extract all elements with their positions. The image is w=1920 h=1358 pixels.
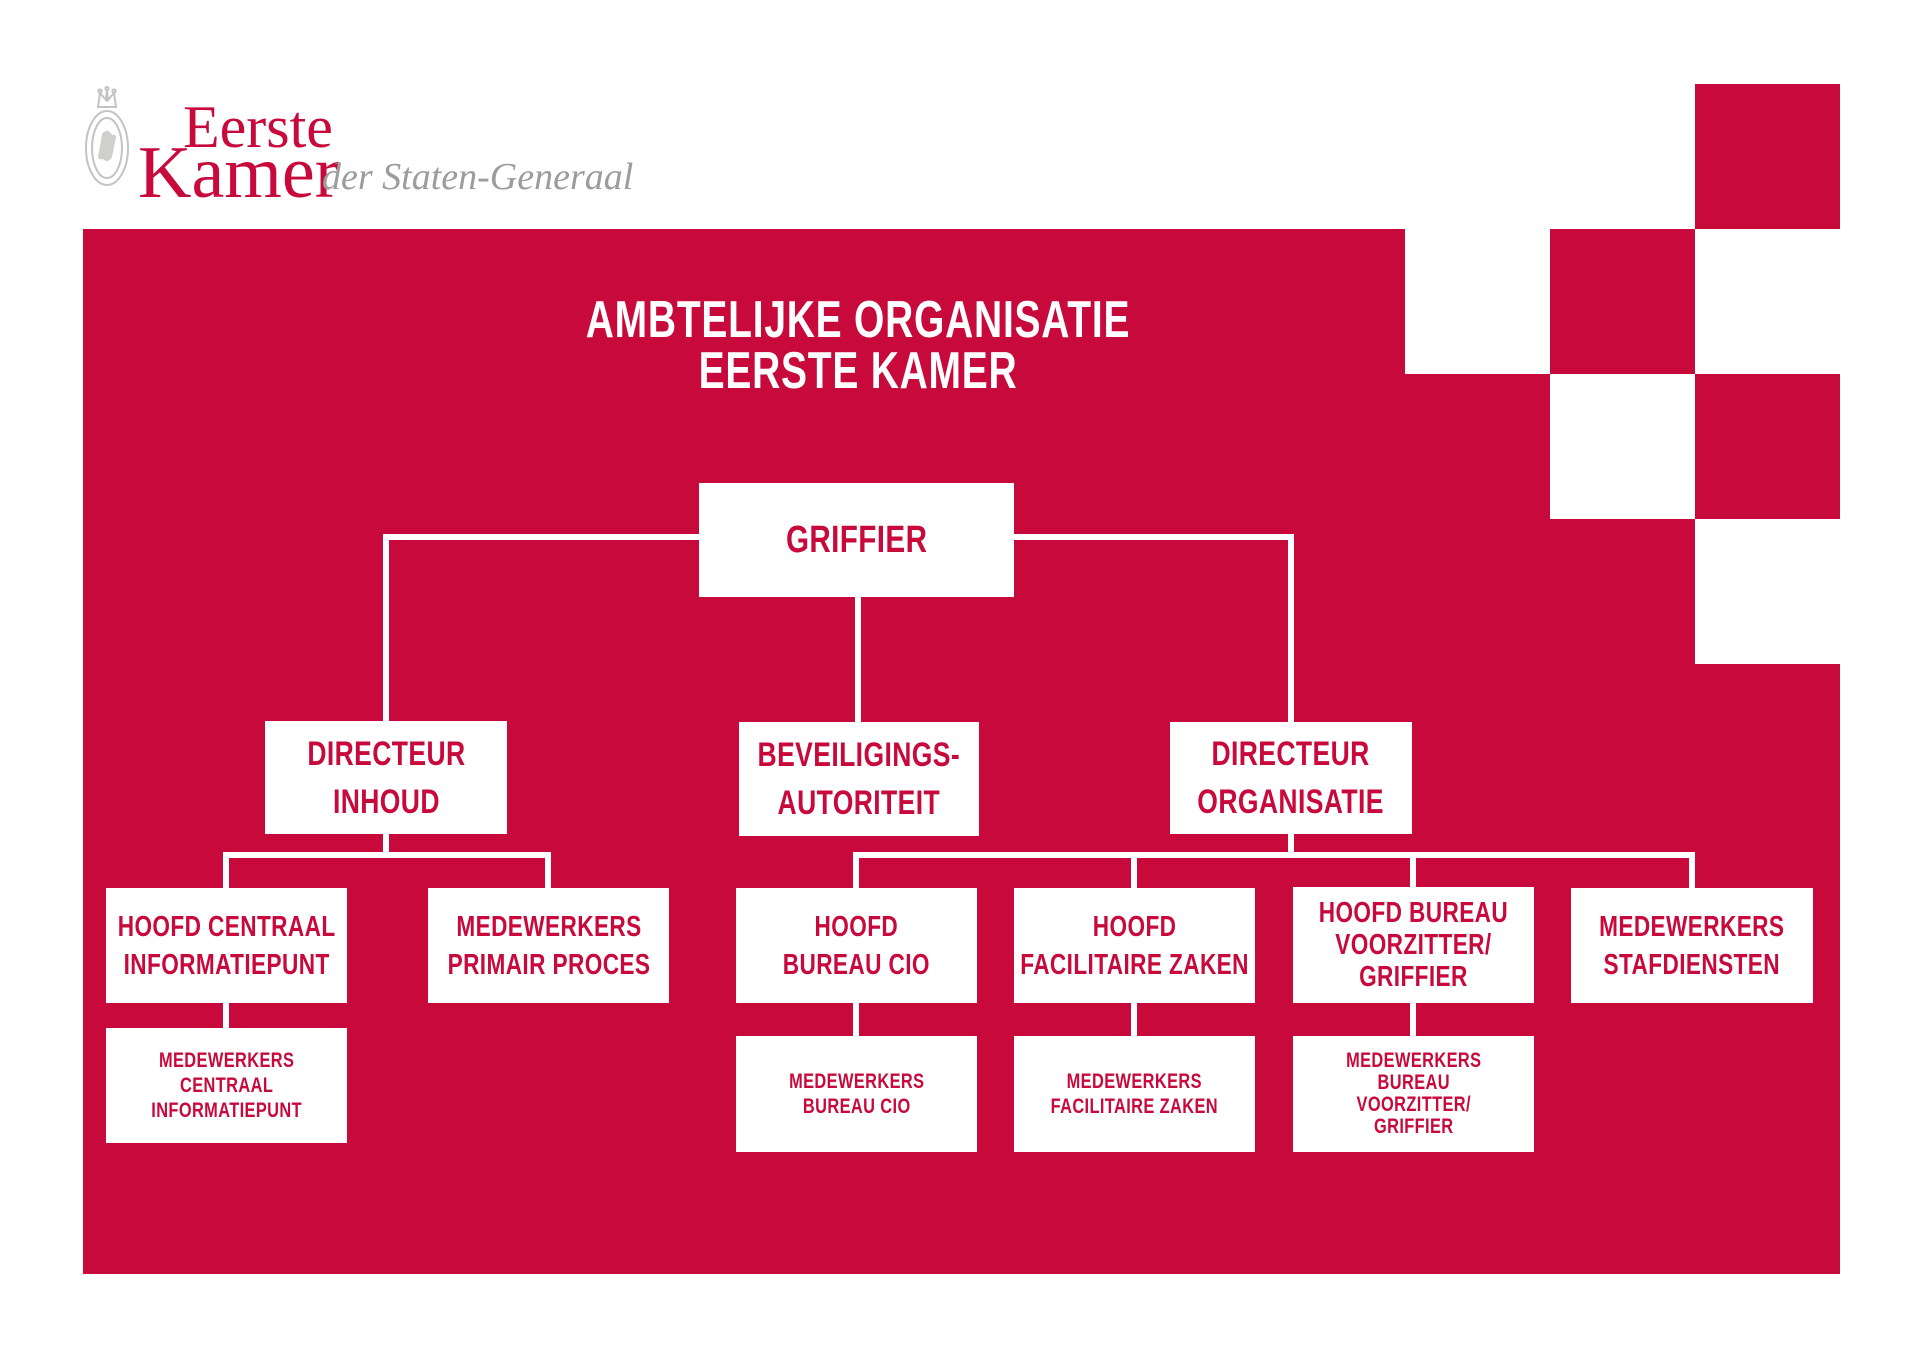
org-box-label-line: INFORMATIEPUNT xyxy=(123,948,330,981)
seal-lion-figure xyxy=(98,130,116,162)
org-box-label-line: GRIFFIER xyxy=(1373,1115,1454,1138)
chart-title-line2: EERSTE KAMER xyxy=(698,342,1018,400)
org-box-label-line: MEDEWERKERS xyxy=(158,1049,295,1072)
connector-drop-bureau-voorzitter xyxy=(1410,852,1416,888)
connector-mede-facilitaire-zaken xyxy=(1131,1003,1137,1036)
org-box-hoofd-bureau-voorzitter-griffier: HOOFD BUREAU VOORZITTER/ GRIFFIER xyxy=(1293,887,1534,1003)
org-box-hoofd-facilitaire-zaken: HOOFD FACILITAIRE ZAKEN xyxy=(1014,888,1255,1003)
logo-word-kamer: Kamer xyxy=(138,132,340,214)
org-box-beveiligingsautoriteit: BEVEILIGINGS- AUTORITEIT xyxy=(739,722,979,836)
connector-mede-bureau-voorzitter xyxy=(1410,1003,1416,1036)
org-box-hoofd-centraal-informatiepunt: HOOFD CENTRAAL INFORMATIEPUNT xyxy=(106,888,347,1003)
org-box-label-line: CENTRAAL xyxy=(179,1074,274,1097)
checker-square-middle xyxy=(1550,229,1695,374)
connector-drop-centraal-informatiepunt xyxy=(223,852,229,888)
eerste-kamer-seal-icon xyxy=(85,85,129,186)
connector-griffier-right xyxy=(1014,534,1294,540)
org-box-label-line: DIRECTEUR xyxy=(306,734,466,773)
org-box-label-line: HOOFD xyxy=(814,910,899,943)
org-box-directeur-organisatie: DIRECTEUR ORGANISATIE xyxy=(1170,722,1412,834)
connector-inhoud-stub xyxy=(383,834,389,855)
org-box-label-line: INHOUD xyxy=(332,782,440,821)
org-box-label-line: ORGANISATIE xyxy=(1197,783,1385,821)
org-box-griffier: GRIFFIER xyxy=(699,483,1014,597)
logo-subtitle: der Staten-Generaal xyxy=(322,156,634,198)
org-box-directeur-inhoud: DIRECTEUR INHOUD xyxy=(265,721,507,834)
connector-griffier-left xyxy=(383,534,699,540)
connector-bus-inhoud xyxy=(223,852,551,858)
org-box-medewerkers-stafdiensten: MEDEWERKERS STAFDIENSTEN xyxy=(1571,888,1813,1003)
org-box-medewerkers-centraal-informatiepunt: MEDEWERKERS CENTRAAL INFORMATIEPUNT xyxy=(106,1028,347,1143)
org-box-label-line: HOOFD CENTRAAL xyxy=(117,910,336,943)
org-box-label-line: MEDEWERKERS xyxy=(1599,910,1785,943)
checker-square-top xyxy=(1695,84,1840,229)
org-box-medewerkers-primair-proces: MEDEWERKERS PRIMAIR PROCES xyxy=(428,888,669,1003)
connector-drop-bureau-cio xyxy=(853,852,859,888)
org-box-label-line: BUREAU CIO xyxy=(782,948,931,981)
connector-mede-centraal-informatiepunt xyxy=(223,1003,229,1028)
org-box-medewerkers-bureau-cio: MEDEWERKERS BUREAU CIO xyxy=(736,1036,977,1152)
org-box-label-line: VOORZITTER/ xyxy=(1335,929,1492,961)
org-box-label-line: MEDEWERKERS xyxy=(455,910,642,943)
org-box-label-line: PRIMAIR PROCES xyxy=(447,948,650,981)
connector-drop-beveiligingsautoriteit xyxy=(855,597,861,722)
org-box-label-line: MEDEWERKERS xyxy=(1066,1070,1203,1093)
org-box-label-line: MEDEWERKERS xyxy=(1345,1049,1482,1072)
checker-square-bottom xyxy=(1695,374,1840,519)
org-box-label-line: BEVEILIGINGS- xyxy=(757,736,961,774)
org-box-label-line: DIRECTEUR xyxy=(1211,735,1371,773)
org-box-label-line: GRIFFIER xyxy=(1359,961,1468,993)
org-box-label-line: BUREAU xyxy=(1377,1071,1450,1094)
org-box-label-line: INFORMATIEPUNT xyxy=(151,1099,302,1122)
org-box-hoofd-bureau-cio: HOOFD BUREAU CIO xyxy=(736,888,977,1003)
org-box-label-line: HOOFD xyxy=(1092,910,1177,943)
connector-bus-organisatie xyxy=(853,852,1695,858)
org-box-griffier-label: GRIFFIER xyxy=(785,518,928,561)
org-box-medewerkers-facilitaire-zaken: MEDEWERKERS FACILITAIRE ZAKEN xyxy=(1014,1036,1255,1152)
chart-title: AMBTELIJKE ORGANISATIE EERSTE KAMER xyxy=(358,291,1358,400)
connector-organisatie-stub xyxy=(1288,834,1294,855)
connector-drop-directeur-inhoud xyxy=(383,534,389,721)
chart-title-line1: AMBTELIJKE ORGANISATIE xyxy=(585,291,1131,349)
org-box-label-line: FACILITAIRE ZAKEN xyxy=(1050,1095,1219,1118)
connector-drop-stafdiensten xyxy=(1689,852,1695,888)
connector-drop-directeur-organisatie xyxy=(1288,534,1294,722)
org-box-label-line: STAFDIENSTEN xyxy=(1603,948,1781,981)
org-box-label-line: HOOFD BUREAU xyxy=(1318,897,1509,929)
org-box-label-line: AUTORITEIT xyxy=(777,784,941,822)
connector-drop-primair-proces xyxy=(545,852,551,888)
org-box-label-line: MEDEWERKERS xyxy=(788,1070,925,1093)
logo-word-eerste: Eerste xyxy=(183,94,333,160)
org-box-medewerkers-bureau-voorzitter-griffier: MEDEWERKERS BUREAU VOORZITTER/ GRIFFIER xyxy=(1293,1036,1534,1152)
org-box-label-line: FACILITAIRE ZAKEN xyxy=(1020,948,1249,981)
org-box-label-line: VOORZITTER/ xyxy=(1356,1093,1471,1116)
org-box-label-line: BUREAU CIO xyxy=(802,1095,911,1118)
connector-mede-bureau-cio xyxy=(853,1003,859,1036)
connector-drop-facilitaire-zaken xyxy=(1131,852,1137,888)
